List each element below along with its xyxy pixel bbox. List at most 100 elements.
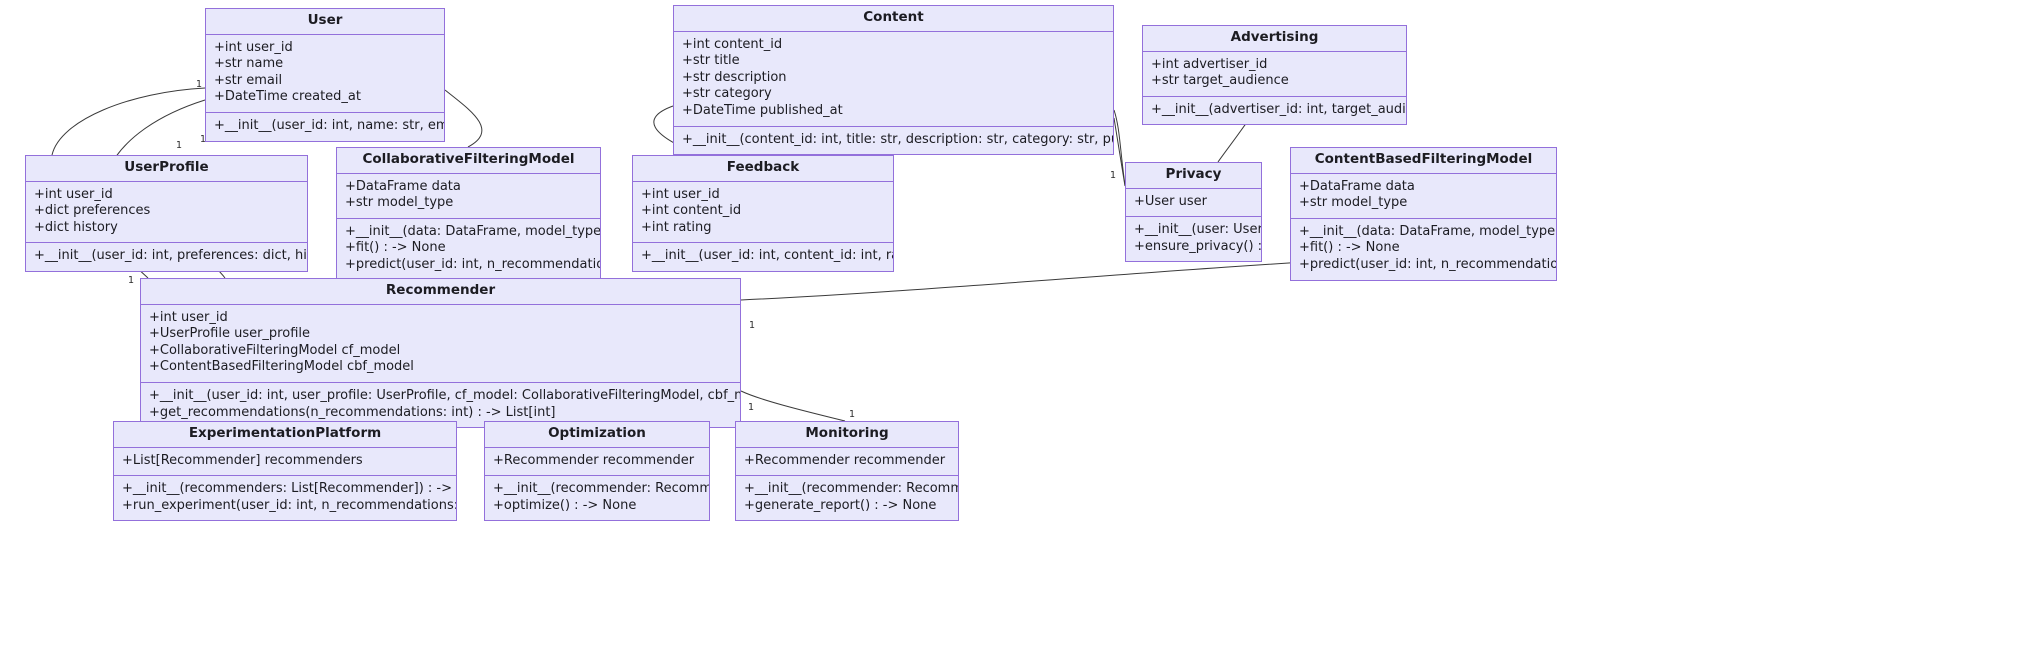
multiplicity-label: 1 — [176, 140, 183, 151]
association-edge — [740, 390, 846, 422]
method-row: +get_recommendations(n_recommendations: … — [149, 404, 556, 420]
class-name-optimization: Optimization — [485, 422, 709, 448]
uml-class-content[interactable]: Content+int content_id+str title+str des… — [673, 5, 1114, 156]
methods-compartment-recommender: +__init__(user_id: int, user_profile: Us… — [141, 383, 740, 427]
attribute-row: +DataFrame data — [1299, 178, 1415, 194]
method-row: +__init__(recommender: Recommender) : ->… — [744, 481, 959, 497]
attribute-row: +User user — [1134, 193, 1208, 209]
methods-compartment-monitoring: +__init__(recommender: Recommender) : ->… — [736, 476, 958, 520]
method-row: +__init__(user_id: int, content_id: int,… — [641, 248, 893, 264]
attributes-compartment-content: +int content_id+str title+str descriptio… — [674, 32, 1113, 127]
attribute-row: +str email — [214, 72, 283, 88]
attribute-row: +int user_id — [214, 39, 293, 55]
class-name-feedback: Feedback — [633, 156, 893, 182]
attribute-row: +int content_id — [641, 203, 742, 219]
multiplicity-label: 1 — [200, 134, 207, 145]
attribute-row: +str name — [214, 56, 284, 72]
multiplicity-label: 1 — [849, 409, 856, 420]
attribute-row: +str description — [682, 69, 787, 85]
attribute-row: +str target_audience — [1151, 73, 1289, 89]
attribute-row: +int user_id — [34, 186, 113, 202]
methods-compartment-feedback: +__init__(user_id: int, content_id: int,… — [633, 243, 893, 271]
multiplicity-label: 1 — [748, 402, 755, 413]
methods-compartment-cfmodel: +__init__(data: DataFrame, model_type: s… — [337, 219, 600, 280]
attribute-row: +int user_id — [641, 186, 720, 202]
attribute-row: +UserProfile user_profile — [149, 326, 310, 342]
class-name-experimentation: ExperimentationPlatform — [114, 422, 456, 448]
method-row: +optimize() : -> None — [493, 497, 637, 513]
method-row: +__init__(user_id: int, user_profile: Us… — [149, 388, 740, 404]
attribute-row: +int rating — [641, 219, 712, 235]
attributes-compartment-cfmodel: +DataFrame data+str model_type — [337, 174, 600, 219]
method-row: +predict(user_id: int, n_recommendations… — [345, 257, 600, 273]
attribute-row: +str category — [682, 86, 772, 102]
attributes-compartment-userprofile: +int user_id+dict preferences+dict histo… — [26, 182, 307, 244]
methods-compartment-experimentation: +__init__(recommenders: List[Recommender… — [114, 476, 456, 520]
attribute-row: +dict history — [34, 219, 118, 235]
class-name-cbfmodel: ContentBasedFilteringModel — [1291, 148, 1556, 174]
attribute-row: +str model_type — [345, 195, 454, 211]
attribute-row: +int advertiser_id — [1151, 56, 1268, 72]
uml-class-feedback[interactable]: Feedback +int user_id+int content_id+int … — [632, 155, 894, 273]
attribute-row: +str model_type — [1299, 195, 1408, 211]
attributes-compartment-experimentation: +List[Recommender] recommenders — [114, 448, 456, 477]
association-edge — [51, 87, 206, 156]
methods-compartment-privacy: +__init__(user: User) : -> None+ensure_p… — [1126, 217, 1261, 261]
methods-compartment-content: +__init__(content_id: int, title: str, d… — [674, 127, 1113, 155]
uml-class-advertising[interactable]: Advertising+int advertiser_id+str target… — [1142, 25, 1407, 126]
attribute-row: +CollaborativeFilteringModel cf_model — [149, 342, 401, 358]
attributes-compartment-recommender: +int user_id+UserProfile user_profile+Co… — [141, 305, 740, 384]
uml-class-optimization[interactable]: Optimization +Recommender recommender +__i… — [484, 421, 710, 522]
class-name-content: Content — [674, 6, 1113, 32]
method-row: +__init__(data: DataFrame, model_type: s… — [1299, 223, 1557, 239]
multiplicity-label: 1 — [196, 79, 203, 90]
method-row: +fit() : -> None — [1299, 240, 1400, 256]
method-row: +__init__(recommender: Recommender) : ->… — [493, 481, 710, 497]
attributes-compartment-user: +int user_id+str name+str email+DateTime… — [206, 35, 444, 114]
attribute-row: +DataFrame data — [345, 178, 461, 194]
method-row: +__init__(user_id: int, preferences: dic… — [34, 248, 307, 264]
uml-class-recommender[interactable]: Recommender+int user_id+UserProfile user… — [140, 278, 741, 429]
multiplicity-label: 1 — [128, 275, 135, 286]
uml-class-monitoring[interactable]: Monitoring +Recommender recommender +__ini… — [735, 421, 959, 522]
attribute-row: +DateTime created_at — [214, 89, 361, 105]
association-edge — [444, 89, 483, 148]
methods-compartment-advertising: +__init__(advertiser_id: int, target_aud… — [1143, 97, 1406, 125]
multiplicity-label: 1 — [1110, 170, 1117, 181]
uml-class-cbfmodel[interactable]: ContentBasedFilteringModel+DataFrame dat… — [1290, 147, 1557, 281]
method-row: +__init__(recommenders: List[Recommender… — [122, 481, 457, 497]
attribute-row: +List[Recommender] recommenders — [122, 452, 363, 468]
attribute-row: +ContentBasedFilteringModel cbf_model — [149, 359, 414, 375]
class-name-privacy: Privacy — [1126, 163, 1261, 189]
uml-class-user[interactable]: User+int user_id+str name+str email+Date… — [205, 8, 445, 142]
method-row: +__init__(user_id: int, name: str, email… — [214, 118, 444, 134]
uml-class-userprofile[interactable]: UserProfile+int user_id+dict preferences… — [25, 155, 308, 273]
attributes-compartment-advertising: +int advertiser_id+str target_audience — [1143, 52, 1406, 97]
method-row: +ensure_privacy() : -> None — [1134, 238, 1262, 254]
method-row: +__init__(data: DataFrame, model_type: s… — [345, 223, 601, 239]
uml-class-privacy[interactable]: Privacy +User user +__init__(user: User) :… — [1125, 162, 1262, 263]
methods-compartment-userprofile: +__init__(user_id: int, preferences: dic… — [26, 243, 307, 271]
class-name-monitoring: Monitoring — [736, 422, 958, 448]
uml-class-cfmodel[interactable]: CollaborativeFilteringModel+DataFrame da… — [336, 147, 601, 281]
attribute-row: +str title — [682, 53, 740, 69]
methods-compartment-cbfmodel: +__init__(data: DataFrame, model_type: s… — [1291, 219, 1556, 280]
method-row: +run_experiment(user_id: int, n_recommen… — [122, 497, 457, 513]
method-row: +__init__(user: User) : -> None — [1134, 222, 1261, 238]
uml-class-experimentation[interactable]: ExperimentationPlatform +List[Recommender… — [113, 421, 457, 522]
class-name-cfmodel: CollaborativeFilteringModel — [337, 148, 600, 174]
attributes-compartment-cbfmodel: +DataFrame data+str model_type — [1291, 174, 1556, 219]
method-row: +predict(user_id: int, n_recommendations… — [1299, 257, 1556, 273]
class-name-advertising: Advertising — [1143, 26, 1406, 52]
class-name-userprofile: UserProfile — [26, 156, 307, 182]
attribute-row: +Recommender recommender — [744, 452, 946, 468]
attribute-row: +Recommender recommender — [493, 452, 695, 468]
attribute-row: +int user_id — [149, 309, 228, 325]
multiplicity-label: 1 — [749, 320, 756, 331]
method-row: +__init__(advertiser_id: int, target_aud… — [1151, 101, 1406, 117]
attribute-row: +DateTime published_at — [682, 103, 843, 119]
class-name-user: User — [206, 9, 444, 35]
method-row: +generate_report() : -> None — [744, 497, 937, 513]
attributes-compartment-privacy: +User user — [1126, 189, 1261, 218]
